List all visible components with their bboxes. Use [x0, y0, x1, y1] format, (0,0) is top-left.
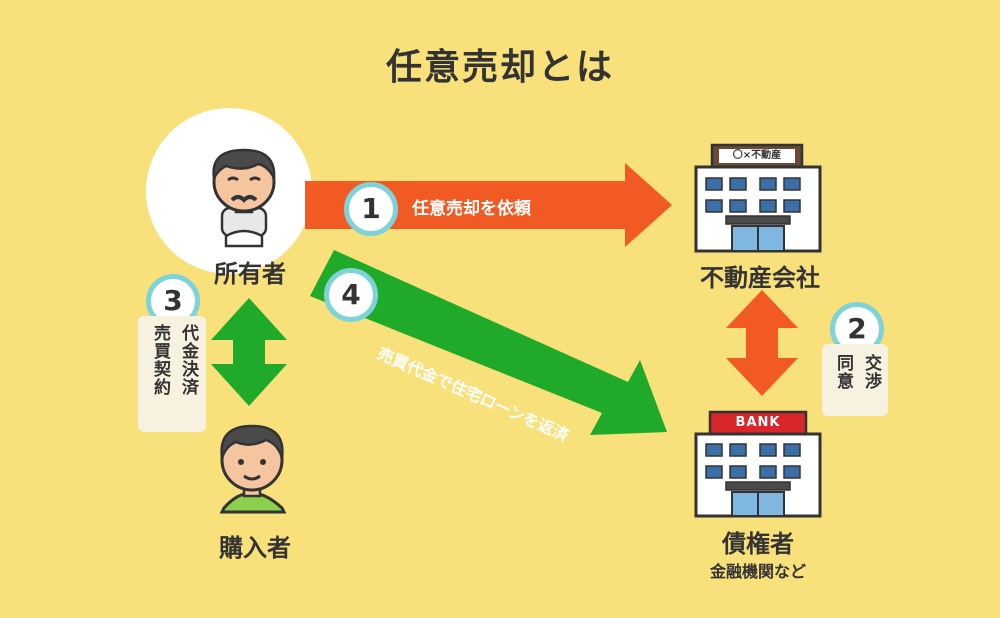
buyer-label: 購入者 — [219, 534, 291, 562]
owner-person-icon — [212, 148, 276, 248]
realestate-building-icon — [694, 143, 822, 253]
page-title: 任意売却とは — [385, 47, 614, 88]
creditor-label: 債権者 — [722, 530, 794, 558]
bank-sign-text: BANK — [735, 415, 781, 430]
creditor-sub-label: 金融機関など — [709, 562, 806, 581]
step-2-col-2: 同意 — [833, 354, 853, 390]
realestate-sign-text: 〇×不動産 — [732, 150, 782, 161]
buyer-person-icon — [219, 424, 287, 514]
step-4-number: 4 — [324, 268, 378, 322]
step-2-col-1: 交渉 — [861, 354, 881, 390]
arrow-repay — [310, 250, 667, 435]
step-2-note: 交渉 同意 — [822, 344, 888, 416]
bank-building-icon — [694, 410, 822, 518]
realestate-label: 不動産会社 — [700, 264, 820, 292]
owner-label: 所有者 — [214, 260, 286, 288]
step-3-col-2: 売買契約 — [150, 324, 170, 396]
arrow-contract — [211, 298, 287, 406]
arrow-request — [305, 163, 672, 247]
step-3-note: 代金決済 売買契約 — [138, 316, 206, 432]
step-3-col-1: 代金決済 — [178, 324, 198, 396]
step-1-number: 1 — [344, 182, 398, 236]
arrow-negotiate — [726, 290, 798, 396]
step-1-text: 任意売却を依頼 — [412, 199, 531, 219]
